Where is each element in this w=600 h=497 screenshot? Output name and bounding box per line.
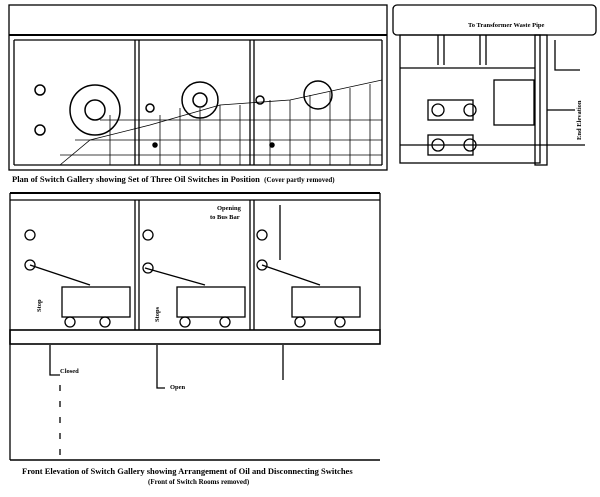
open-label: Open xyxy=(170,384,186,391)
oil-switch-tanks xyxy=(24,205,361,328)
stops-label: Stops xyxy=(154,306,161,322)
floor-tiles xyxy=(59,79,383,166)
closed-label: Closed xyxy=(60,368,79,375)
front-caption-note: (Front of Switch Rooms removed) xyxy=(148,478,250,486)
to-bus-bar-label: to Bus Bar xyxy=(210,214,240,221)
front-elevation-view xyxy=(9,192,381,461)
stop-label: Stop xyxy=(36,299,43,312)
plan-caption: Plan of Switch Gallery showing Set of Th… xyxy=(12,175,335,184)
pipe-label: To Transformer Waste Pipe xyxy=(468,22,545,29)
opening-label: Opening xyxy=(217,205,241,212)
oil-switch-plan xyxy=(34,80,333,148)
front-caption: Front Elevation of Switch Gallery showin… xyxy=(22,466,353,476)
end-elevation-title: End Elevation xyxy=(576,100,583,140)
plan-view xyxy=(8,4,388,171)
plan-caption-note: (Cover partly removed) xyxy=(264,176,335,184)
end-elevation-view xyxy=(392,4,597,166)
plan-caption-text: Plan of Switch Gallery showing Set of Th… xyxy=(12,174,260,184)
